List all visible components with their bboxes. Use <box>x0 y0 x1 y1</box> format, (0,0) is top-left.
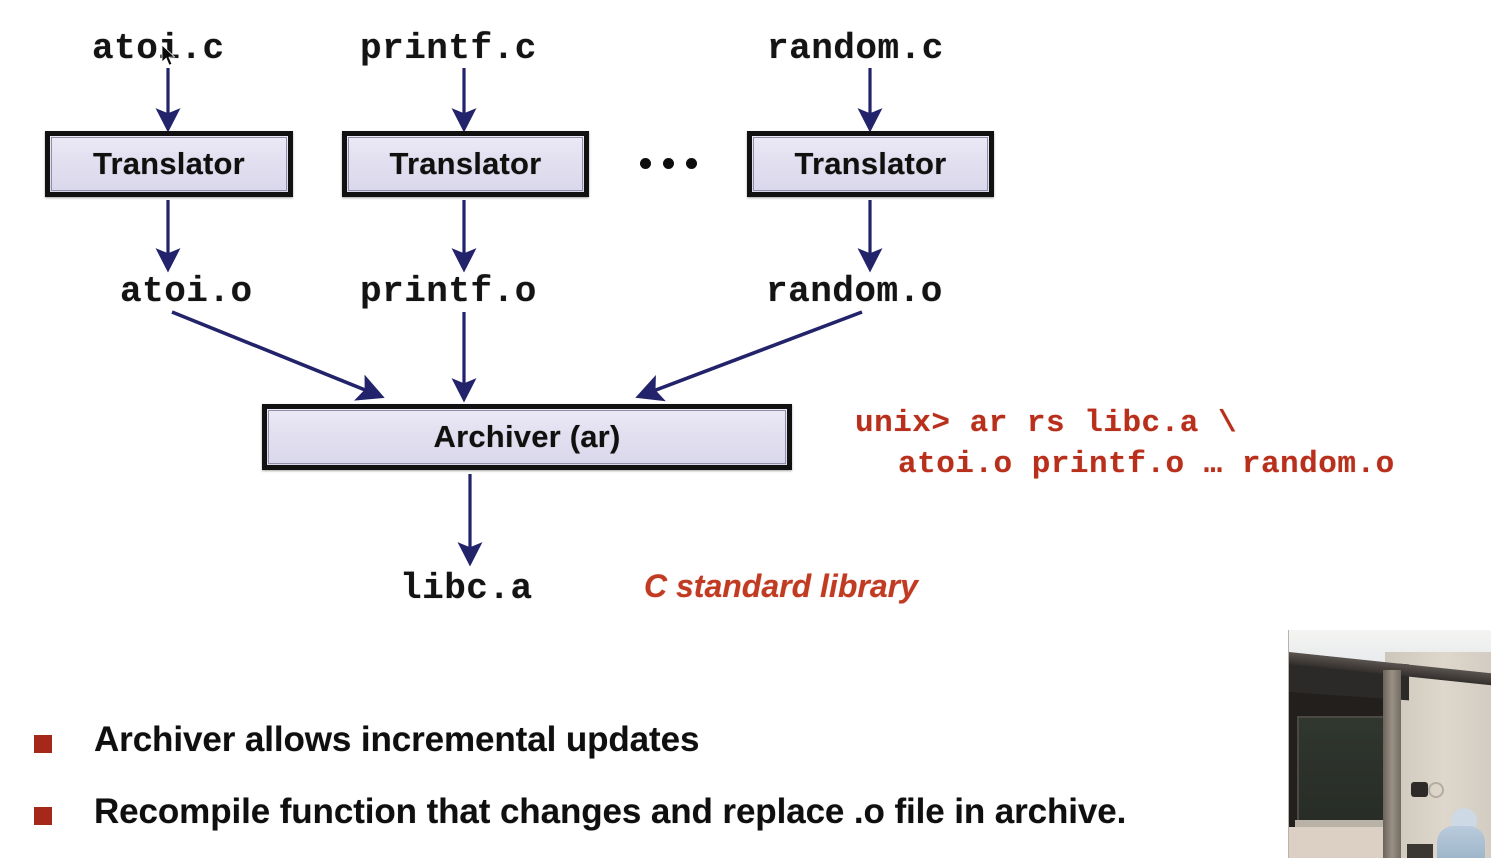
bullet-list: Archiver allows incremental updates Reco… <box>34 718 1274 858</box>
object-file-label-atoi-o: atoi.o <box>120 271 253 312</box>
webcam-person-body <box>1437 826 1485 858</box>
webcam-foreground-object <box>1407 844 1433 858</box>
source-file-label-atoi-c: atoi.c <box>92 28 225 69</box>
source-file-label-printf-c: printf.c <box>360 28 537 69</box>
webcam-door-frame <box>1383 670 1401 858</box>
object-file-label-printf-o: printf.o <box>360 271 537 312</box>
webcam-video-overlay[interactable] <box>1288 630 1491 858</box>
archive-annotation-label: C standard library <box>644 568 918 604</box>
shell-command-line-2: atoi.o printf.o … random.o <box>898 447 1395 482</box>
bullet-text: Recompile function that changes and repl… <box>94 791 1127 831</box>
object-file-label-random-o: random.o <box>766 271 943 312</box>
webcam-floor-region <box>1289 827 1389 858</box>
translator-box-3[interactable]: Translator <box>747 131 994 197</box>
translator-box-2-label: Translator <box>389 146 542 181</box>
translator-box-3-label: Translator <box>794 146 947 181</box>
translator-box-2[interactable]: Translator <box>342 131 589 197</box>
webcam-chalkboard <box>1297 716 1385 826</box>
archiver-box[interactable]: Archiver (ar) <box>262 404 792 470</box>
webcam-chalk-tray <box>1295 820 1383 827</box>
translator-box-1[interactable]: Translator <box>45 131 293 197</box>
webcam-door-knob <box>1411 782 1428 797</box>
webcam-knob-plate <box>1428 782 1444 798</box>
translator-box-1-label: Translator <box>93 146 245 181</box>
bullet-text: Archiver allows incremental updates <box>94 720 700 759</box>
bullet-square-icon <box>34 735 52 753</box>
archive-output-label-libc-a: libc.a <box>400 568 533 609</box>
shell-command-line-1: unix> ar rs libc.a \ <box>855 406 1238 441</box>
translator-ellipsis <box>640 158 697 169</box>
bullet-square-icon <box>34 806 52 825</box>
source-file-label-random-c: random.c <box>767 28 944 69</box>
archiver-box-label: Archiver (ar) <box>433 419 621 454</box>
list-item: Archiver allows incremental updates <box>34 718 1274 762</box>
list-item: Recompile function that changes and repl… <box>34 790 1274 834</box>
